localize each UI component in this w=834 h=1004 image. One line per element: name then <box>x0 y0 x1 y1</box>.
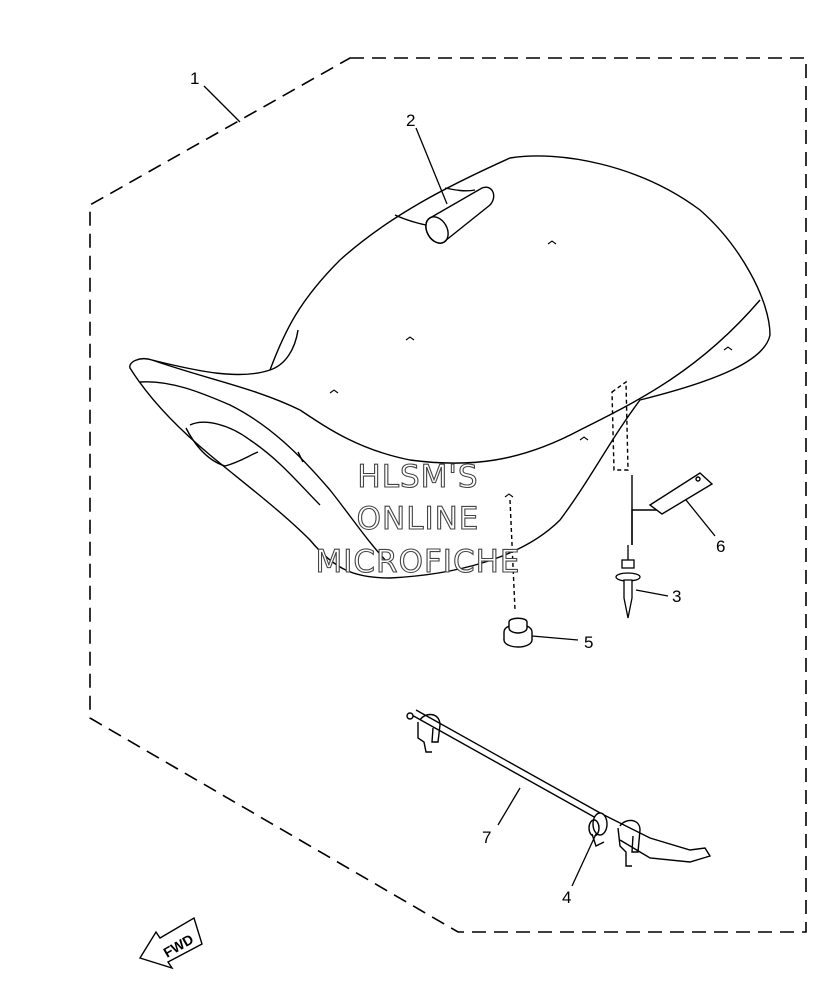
callout-3: 3 <box>672 587 681 606</box>
watermark-line-1: HLSM'S <box>357 459 478 495</box>
callout-5: 5 <box>584 633 593 652</box>
seat-recess-inner <box>189 421 321 506</box>
callout-7: 7 <box>482 828 491 847</box>
watermark: HLSM'S ONLINE MICROFICHE <box>315 458 521 580</box>
seat-outline <box>129 155 771 579</box>
seat-dimples <box>329 240 733 498</box>
lock-rod-part <box>406 709 712 867</box>
seat-assembly <box>129 155 771 611</box>
watermark-line-3: MICROFICHE <box>316 544 521 580</box>
leader-lines <box>203 85 716 887</box>
callout-1: 1 <box>190 69 199 88</box>
seat-recess-notch <box>185 427 259 467</box>
seat-top-edge <box>151 299 761 464</box>
callout-4: 4 <box>562 888 571 907</box>
seat-step-curve <box>269 329 299 371</box>
damper-part <box>503 617 533 648</box>
plate-part <box>648 472 714 515</box>
assembly-boundary <box>89 57 807 933</box>
callout-2: 2 <box>406 111 415 130</box>
clip-part <box>588 812 608 847</box>
callout-6: 6 <box>716 537 725 556</box>
seat-recess-outer <box>139 381 391 566</box>
fwd-arrow: FWD <box>138 916 203 970</box>
watermark-line-2: ONLINE <box>357 501 480 537</box>
strap-part <box>425 186 495 244</box>
rivet-part <box>615 545 641 619</box>
hidden-bracket <box>611 380 629 471</box>
